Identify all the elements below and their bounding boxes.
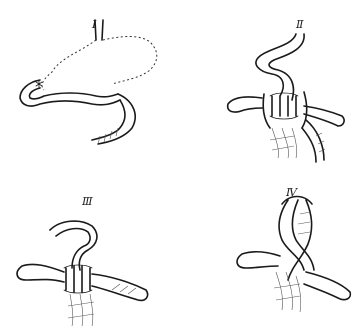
panel-3: Ⅲ — [17, 195, 148, 326]
panel-2-label: Ⅱ — [295, 18, 304, 31]
panel-1: Ⅰ — [20, 18, 157, 144]
panel-4: Ⅳ — [237, 186, 350, 312]
panel-3-label: Ⅲ — [81, 195, 93, 208]
panel-2: Ⅱ — [228, 18, 344, 162]
